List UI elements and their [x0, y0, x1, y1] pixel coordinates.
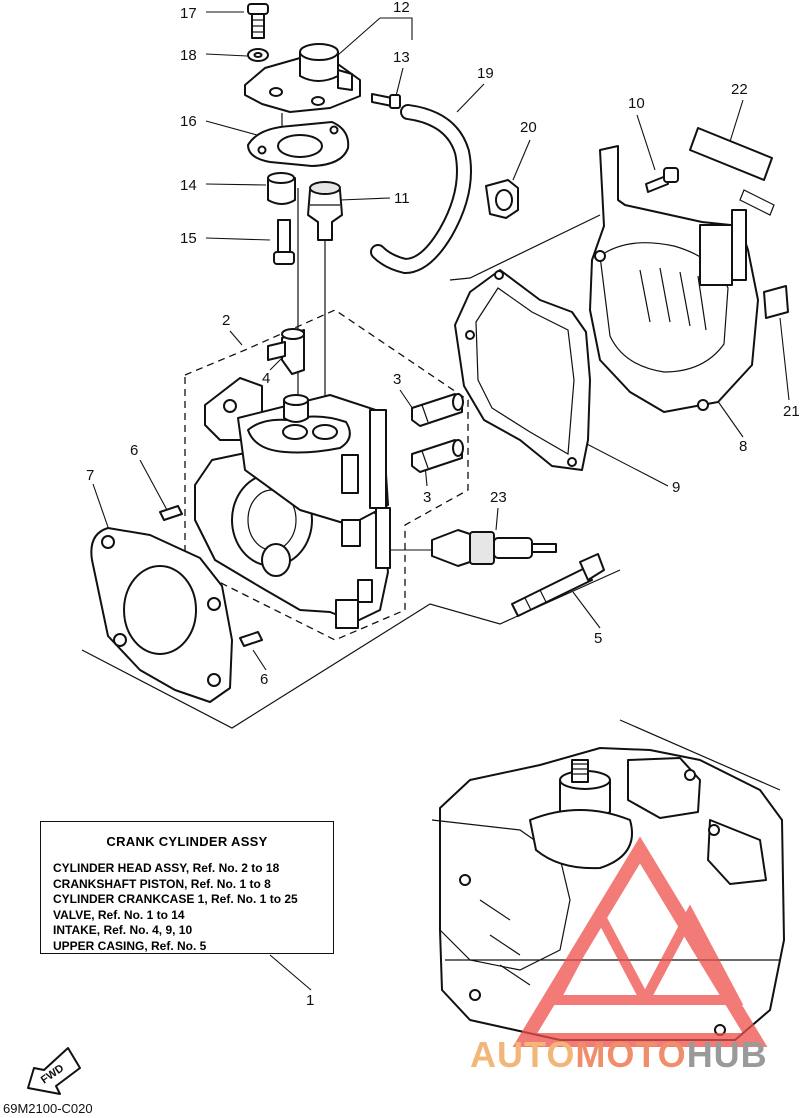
callout-labels: 17 12 18 13 19 16 20 10 22 14 11 15 2 4 … [86, 0, 800, 1009]
callout-4: 4 [262, 370, 270, 387]
dowel-6-upper [159, 505, 183, 521]
spark-plug-23 [431, 529, 557, 567]
sleeve-3-lower [411, 439, 464, 473]
callout-2: 2 [222, 312, 230, 329]
watermark-auto: AUTO [470, 1034, 576, 1075]
callout-9: 9 [672, 479, 680, 496]
callout-14: 14 [180, 177, 197, 194]
head-gasket-7 [90, 527, 233, 703]
bolt-10 [645, 167, 679, 193]
collar-14 [267, 172, 296, 205]
info-line-intake: INTAKE, Ref. No. 4, 9, 10 [53, 923, 193, 937]
info-box-title: CRANK CYLINDER ASSY [106, 834, 268, 849]
callout-13: 13 [393, 49, 410, 66]
callout-23: 23 [490, 489, 507, 506]
gasket-16 [247, 121, 350, 167]
callout-16: 16 [180, 113, 197, 130]
cylinder-head-2 [194, 377, 391, 629]
callout-15: 15 [180, 230, 197, 247]
callout-1: 1 [306, 992, 314, 1009]
info-line-cylinder-crankcase: CYLINDER CRANKCASE 1, Ref. No. 1 to 25 [53, 892, 298, 906]
elbow-fitting-4 [267, 328, 305, 375]
bolt-17 [247, 3, 269, 39]
callout-8: 8 [739, 438, 747, 455]
info-line-valve: VALVE, Ref. No. 1 to 14 [53, 907, 185, 922]
watermark-hub: HUB [686, 1034, 768, 1075]
fwd-arrow-icon: FWD [27, 1047, 81, 1095]
callout-11: 11 [394, 190, 410, 207]
info-line-crankshaft: CRANKSHAFT PISTON, Ref. No. 1 to 8 [53, 876, 271, 891]
bolt-13 [371, 93, 401, 109]
leader-lines [92, 11, 790, 991]
hose-19 [370, 104, 472, 275]
callout-19: 19 [477, 65, 494, 82]
bolt-5 [511, 553, 605, 617]
callout-20: 20 [520, 119, 537, 136]
callout-12: 12 [393, 0, 410, 16]
thermostat-11 [307, 181, 343, 241]
washer-18 [247, 48, 269, 62]
callout-3-lower: 3 [423, 489, 431, 506]
callout-22: 22 [731, 81, 748, 98]
callout-17: 17 [180, 5, 197, 22]
label-plate-22 [689, 127, 775, 216]
plate-21 [763, 285, 789, 319]
bolt-15 [273, 219, 295, 265]
info-line-upper-casing: UPPER CASING, Ref. No. 5 [53, 938, 207, 953]
callout-21: 21 [783, 403, 800, 420]
callout-3-upper: 3 [393, 371, 401, 388]
thermostat-cover-12 [244, 43, 361, 113]
watermark-logo-icon [512, 836, 768, 1047]
watermark-text: AUTOMOTOHUB [470, 1034, 768, 1076]
assembly-info-box: CRANK CYLINDER ASSY CYLINDER HEAD ASSY, … [40, 821, 334, 954]
callout-6-lower: 6 [260, 671, 268, 688]
callout-6-upper: 6 [130, 442, 138, 459]
callout-7: 7 [86, 467, 94, 484]
intake-gasket-9 [454, 269, 591, 471]
clamp-20 [485, 179, 519, 219]
callout-5: 5 [594, 630, 602, 647]
callout-10: 10 [628, 95, 645, 112]
watermark-moto: MOTO [575, 1034, 687, 1075]
dowel-6-lower [239, 631, 263, 647]
intake-manifold-8 [589, 145, 759, 413]
callout-18: 18 [180, 47, 197, 64]
info-line-cylinder-head: CYLINDER HEAD ASSY, Ref. No. 2 to 18 [53, 861, 280, 875]
sleeve-3-upper [411, 393, 464, 427]
diagram-code: 69M2100-C020 [3, 1101, 93, 1116]
